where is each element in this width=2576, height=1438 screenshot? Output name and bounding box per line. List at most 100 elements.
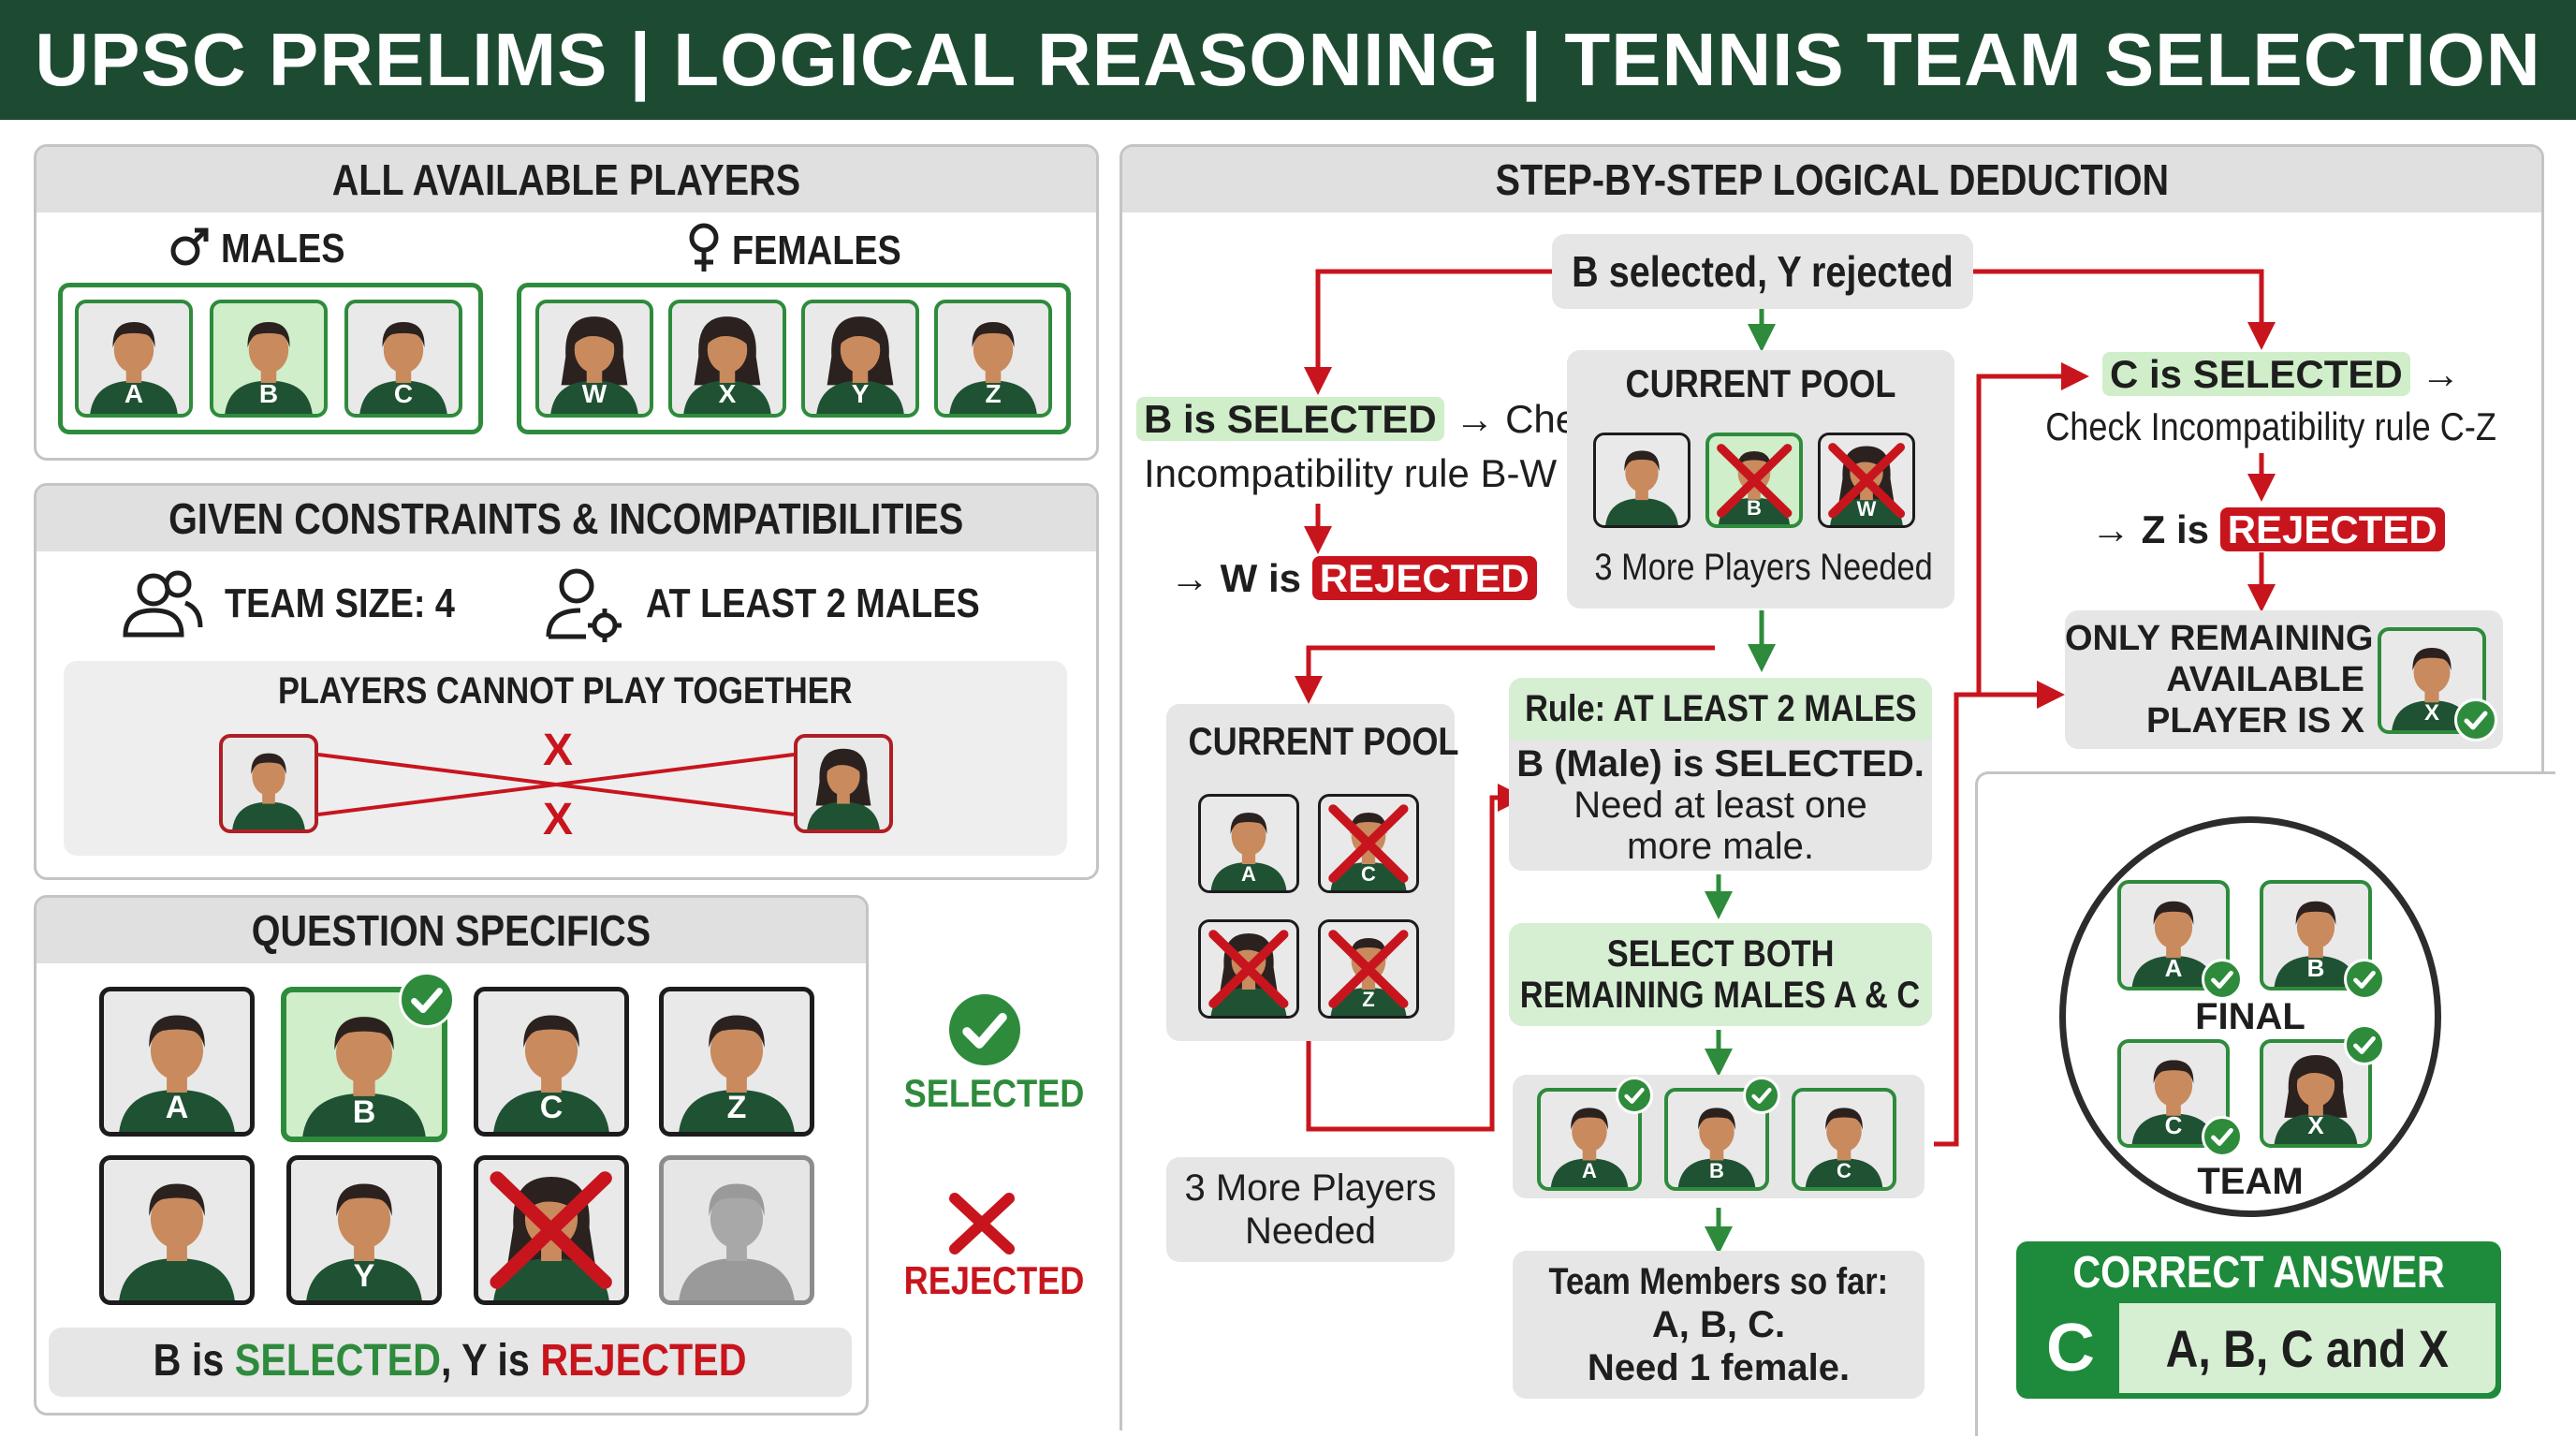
only-remaining-text: ONLY REMAINING AVAILABLE PLAYER IS X [2065, 618, 2373, 741]
question-card-rejected [474, 1155, 629, 1305]
selected-check-icon [399, 972, 455, 1028]
male-avatar-icon [119, 1015, 235, 1132]
so-far-line1: Team Members so far: [1548, 1261, 1889, 1302]
cross-mark-top: X [543, 726, 574, 775]
player-label: A [1241, 862, 1256, 886]
player-card-x: X [668, 300, 786, 418]
team-size-text: TEAM SIZE: 4 [225, 580, 455, 626]
rule-males-line3: more male. [1626, 826, 1815, 867]
females-heading: FEMALES [685, 223, 929, 274]
player-card-c: C [344, 300, 462, 418]
only-remaining-line3: PLAYER IS X [2145, 701, 2364, 741]
start-condition-box: B selected, Y rejected [1552, 234, 1973, 309]
start-condition-text: B selected, Y rejected [1572, 247, 1954, 296]
player-label: A [165, 1090, 189, 1125]
b-selected-step: B is SELECTED → Check [1136, 397, 1617, 442]
legend-selected-label: SELECTED [889, 1071, 1085, 1116]
only-remaining-line2: AVAILABLE [2166, 660, 2364, 699]
male-avatar-icon [2392, 648, 2472, 730]
final-check-icon [2344, 1024, 2385, 1065]
answer-text: A, B, C and X [2119, 1318, 2496, 1379]
team-size-label: TEAM SIZE: 4 [225, 580, 492, 627]
pool-2-title: CURRENT POOL [1166, 719, 1459, 764]
question-card-z: Z [659, 987, 814, 1137]
player-label: W [1856, 497, 1877, 521]
pool-1-note-text: 3 More Players Needed [1594, 547, 1933, 588]
team-row-check-icon [1743, 1077, 1780, 1114]
female-avatar-icon [683, 316, 771, 414]
player-card-a: A [75, 300, 193, 418]
male-avatar-icon [1210, 813, 1287, 890]
rule-cz-text-inner: Check Incompatibility rule C-Z [2045, 404, 2496, 448]
player-card-y: Y [801, 300, 919, 418]
male-avatar-icon [119, 1183, 235, 1300]
only-remaining-check-icon [2454, 698, 2497, 741]
pool-1-title: CURRENT POOL [1567, 361, 1954, 406]
summary-selected-text: SELECTED [235, 1336, 442, 1386]
females-label: FEMALES [732, 227, 901, 273]
team-users-icon [123, 570, 203, 638]
player-label: C [393, 379, 414, 409]
incompatibility-cross-lines [318, 753, 794, 816]
male-avatar-icon [493, 1015, 609, 1132]
males-label: MALES [221, 226, 345, 271]
team-row-card-c: C [1792, 1088, 1896, 1191]
male-avatar-icon [2274, 901, 2358, 987]
males-heading: MALES [168, 225, 365, 272]
page-header: UPSC PRELIMS | LOGICAL REASONING | TENNI… [0, 0, 2576, 120]
pool-1-card-b: B [1705, 433, 1803, 528]
b-selected-tag: B is SELECTED [1136, 397, 1444, 441]
legend-cross-icon [949, 1193, 1015, 1255]
pool-1-note: 3 More Players Needed [1567, 547, 1954, 589]
male-avatar-icon [2131, 901, 2216, 987]
player-card-z: Z [934, 300, 1052, 418]
z-is-text: → Z is [2091, 507, 2210, 551]
players-panel-title: ALL AVAILABLE PLAYERS [331, 155, 801, 204]
player-label: B [2306, 953, 2325, 982]
male-symbol-icon [170, 227, 209, 266]
male-avatar-icon [1677, 1108, 1756, 1187]
min-males-text: AT LEAST 2 MALES [646, 580, 980, 626]
final-card-x: X [2260, 1039, 2372, 1148]
pool-2-card-c: C [1318, 794, 1419, 893]
rejected-cross-icon [1208, 930, 1289, 1008]
answer-title: CORRECT ANSWER [2016, 1247, 2501, 1299]
male-avatar-icon [1605, 450, 1678, 525]
w-rejected-tag: REJECTED [1311, 556, 1537, 600]
player-card-b: B [210, 300, 328, 418]
page-title: UPSC PRELIMS | LOGICAL REASONING | TENNI… [35, 18, 2541, 101]
final-check-icon [2344, 959, 2385, 1000]
rejected-cross-icon [490, 1171, 613, 1289]
team-row-card-b: B [1664, 1088, 1769, 1191]
min-males-label: AT LEAST 2 MALES [646, 580, 1034, 627]
question-card-y: Y [286, 1155, 442, 1305]
final-word: FINAL [2195, 996, 2305, 1037]
z-rejected-step: → Z is REJECTED [2091, 507, 2445, 552]
rule-males-line2: Need at least one [1573, 785, 1867, 826]
player-label: Z [1362, 988, 1375, 1011]
female-avatar-icon [2274, 1054, 2358, 1144]
pool-2-note-line2: Needed [1244, 1211, 1377, 1252]
constraints-panel-title: GIVEN CONSTRAINTS & INCOMPATIBILITIES [168, 494, 964, 543]
player-label: C [2164, 1110, 2183, 1139]
male-avatar-icon [232, 753, 305, 829]
legend-check-icon [949, 994, 1020, 1065]
summary-rejected-text: REJECTED [540, 1336, 747, 1386]
player-label: C [539, 1090, 564, 1125]
incompatibility-title: PLAYERS CANNOT PLAY TOGETHER [64, 670, 1067, 712]
question-panel-title: QUESTION SPECIFICS [251, 906, 651, 955]
player-label: W [581, 379, 607, 409]
final-check-icon [2202, 959, 2243, 1000]
so-far-line2: A, B, C. [1651, 1304, 1786, 1345]
male-avatar-icon [679, 1183, 795, 1300]
pool-2-card-z: Z [1318, 919, 1419, 1019]
pool-2-note-box: 3 More Players Needed [1166, 1157, 1455, 1262]
female-avatar-icon [550, 316, 638, 414]
rejected-cross-icon [1328, 930, 1409, 1008]
w-rejected-step: → W is REJECTED [1170, 556, 1537, 601]
select-both-line1: SELECT BOTH [1606, 933, 1835, 975]
rule-bw-text: Incompatibility rule B-W [1144, 451, 1558, 495]
question-summary: B is SELECTED, Y is REJECTED [49, 1335, 852, 1387]
player-label: Y [353, 1258, 375, 1294]
question-summary-bar [49, 1328, 852, 1397]
